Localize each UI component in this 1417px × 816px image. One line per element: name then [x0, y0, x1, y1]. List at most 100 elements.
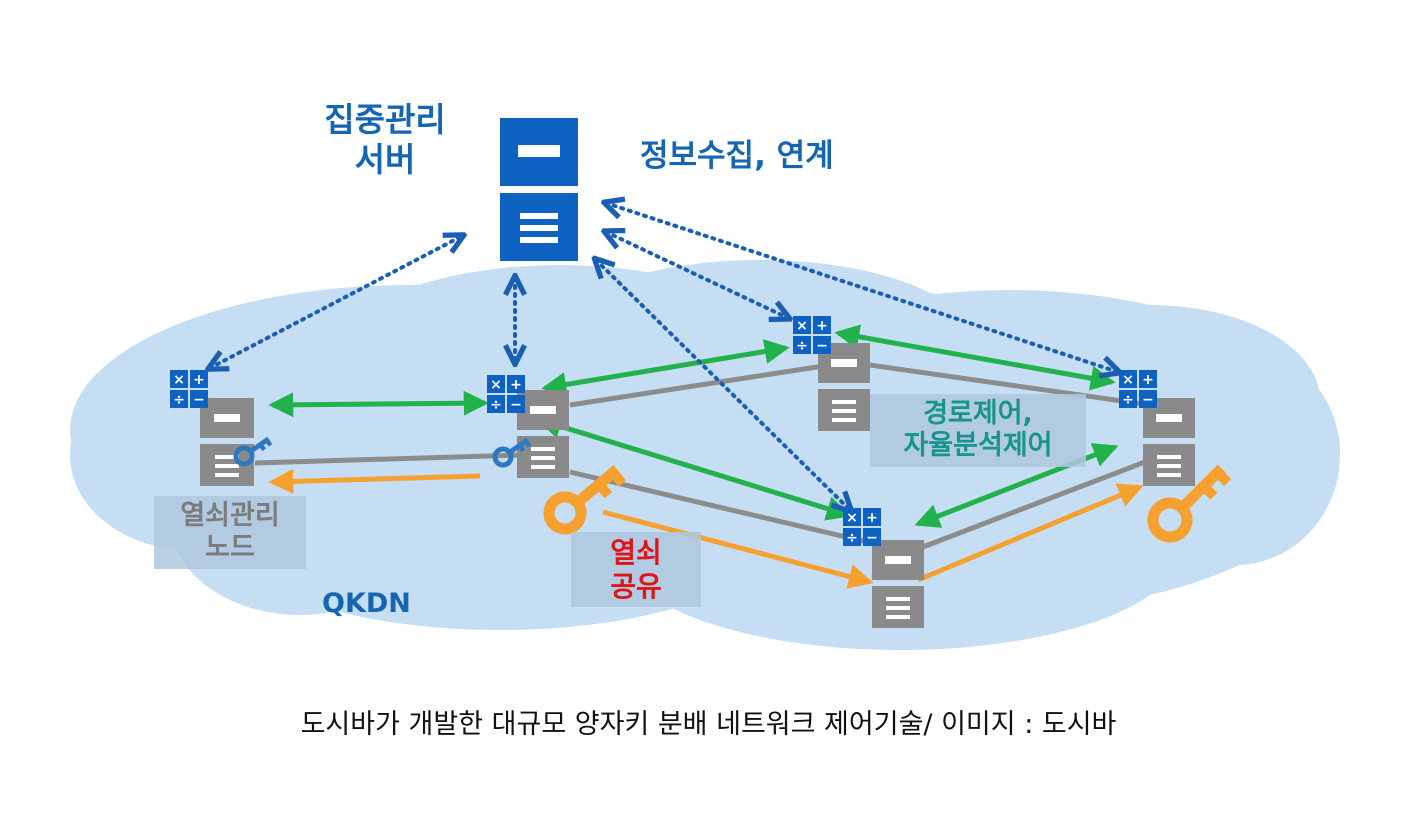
- key-tooth: [264, 438, 273, 447]
- controller-symbol: −: [816, 338, 828, 354]
- quantum-keys: [233, 436, 1232, 543]
- controller-symbol: ÷: [490, 397, 502, 413]
- controller-symbol: +: [816, 318, 828, 334]
- controller-cell: [487, 395, 505, 413]
- key-tooth: [258, 443, 267, 452]
- controller-cell: [170, 370, 188, 388]
- node-line-2: [1157, 473, 1181, 477]
- server-line-1: [520, 225, 558, 231]
- key-share-arrow-1: [602, 509, 874, 589]
- controller-cell: [793, 316, 811, 334]
- controller-cell: [843, 528, 861, 546]
- node-slot-icon: [214, 414, 240, 422]
- key-icon-c: [543, 465, 627, 535]
- sdn-controllers: ×+÷−×+÷−×+÷−×+÷−×+÷−: [170, 316, 1157, 546]
- node-line-1: [215, 464, 239, 468]
- key-node-d: [1143, 398, 1195, 486]
- controller-cell: [863, 508, 881, 526]
- key-icon-d: [1147, 464, 1232, 543]
- controller-cell: [190, 370, 208, 388]
- info-arrow-4: [596, 260, 850, 510]
- info-arrow-0: [210, 236, 462, 368]
- key-node-e: [872, 540, 924, 628]
- node-slot-icon: [530, 406, 556, 414]
- node-line-2: [215, 473, 239, 477]
- controller-cell: [1139, 370, 1157, 388]
- controller-symbol: −: [866, 530, 878, 546]
- controller-cell: [863, 528, 881, 546]
- controller-cell: [1119, 370, 1137, 388]
- node-line-1: [1157, 464, 1181, 468]
- node-line-0: [215, 455, 239, 459]
- node-line-0: [1157, 455, 1181, 459]
- key-node-label: 열쇠관리 노드: [154, 496, 306, 569]
- network-label: QKDN: [322, 588, 411, 619]
- figure-caption: 도시바가 개발한 대규모 양자키 분배 네트워크 제어기술/ 이미지 : 도시바: [300, 709, 1117, 740]
- node-slot-icon: [831, 359, 857, 367]
- node-line-0: [832, 400, 856, 404]
- key-tooth: [609, 469, 627, 487]
- key-tooth: [523, 439, 532, 448]
- node-slot-icon: [885, 556, 911, 564]
- controller-symbol: +: [866, 510, 878, 526]
- key-management-nodes: [200, 343, 1195, 628]
- controller-symbol: +: [510, 377, 522, 393]
- key-node-a: [200, 398, 254, 486]
- key-share-arrow-0: [268, 468, 481, 494]
- controller-symbol: +: [1142, 372, 1154, 388]
- controller-symbol: ×: [1122, 372, 1134, 388]
- info-collection-arrows: [210, 203, 1118, 510]
- controller-symbol: ÷: [1122, 392, 1134, 408]
- controller-symbol: ×: [796, 318, 808, 334]
- key-shaft: [573, 465, 621, 507]
- node-line-2: [886, 615, 910, 619]
- controller-symbol: ÷: [796, 338, 808, 354]
- controller-symbol: ×: [490, 377, 502, 393]
- controller-cell: [507, 395, 525, 413]
- controller-symbol: ×: [846, 510, 858, 526]
- central-management-server: [500, 118, 578, 261]
- key-tooth: [595, 481, 613, 499]
- key-icon-b: [492, 437, 532, 468]
- controller-symbol: −: [510, 397, 522, 413]
- controller-cell: [507, 375, 525, 393]
- server-line-2: [520, 237, 558, 243]
- controller-symbol: ×: [173, 372, 185, 388]
- controller-cell: [843, 508, 861, 526]
- node-line-0: [886, 597, 910, 601]
- node-line-0: [531, 447, 555, 451]
- server-line-0: [520, 213, 558, 219]
- node-line-1: [531, 456, 555, 460]
- key-icon-a: [233, 436, 273, 467]
- controller-d: × + ÷−: [1119, 370, 1157, 408]
- controller-symbol: +: [193, 372, 205, 388]
- controller-cell: [813, 316, 831, 334]
- controller-symbol: −: [1142, 392, 1154, 408]
- controller-symbol: ÷: [173, 392, 185, 408]
- key-share-label: 열쇠 공유: [571, 532, 701, 608]
- key-tooth: [1200, 482, 1218, 500]
- controller-e: × + ÷−: [843, 508, 881, 546]
- controller-c: × + ÷−: [793, 316, 831, 354]
- key-tooth: [517, 444, 526, 453]
- server-slot-icon: [518, 145, 560, 157]
- controller-cell: [793, 336, 811, 354]
- gray-link-0: [254, 452, 521, 466]
- info-collection-label: 정보수집, 연계: [640, 138, 834, 174]
- central-server-label: 집중관리 서버: [324, 100, 446, 179]
- controller-cell: [1139, 390, 1157, 408]
- node-line-1: [832, 409, 856, 413]
- controller-cell: [487, 375, 505, 393]
- controller-cell: [170, 390, 188, 408]
- controller-a: × + ÷−: [170, 370, 208, 408]
- controller-symbol: −: [193, 392, 205, 408]
- controller-symbol: ÷: [846, 530, 858, 546]
- node-line-2: [832, 418, 856, 422]
- controller-cell: [190, 390, 208, 408]
- controller-b: × + ÷−: [487, 375, 525, 413]
- node-slot-icon: [1156, 414, 1182, 422]
- route-control-label: 경로제어, 자율분석제어: [870, 394, 1086, 467]
- controller-cell: [1119, 390, 1137, 408]
- control-arrow-0: [268, 390, 489, 418]
